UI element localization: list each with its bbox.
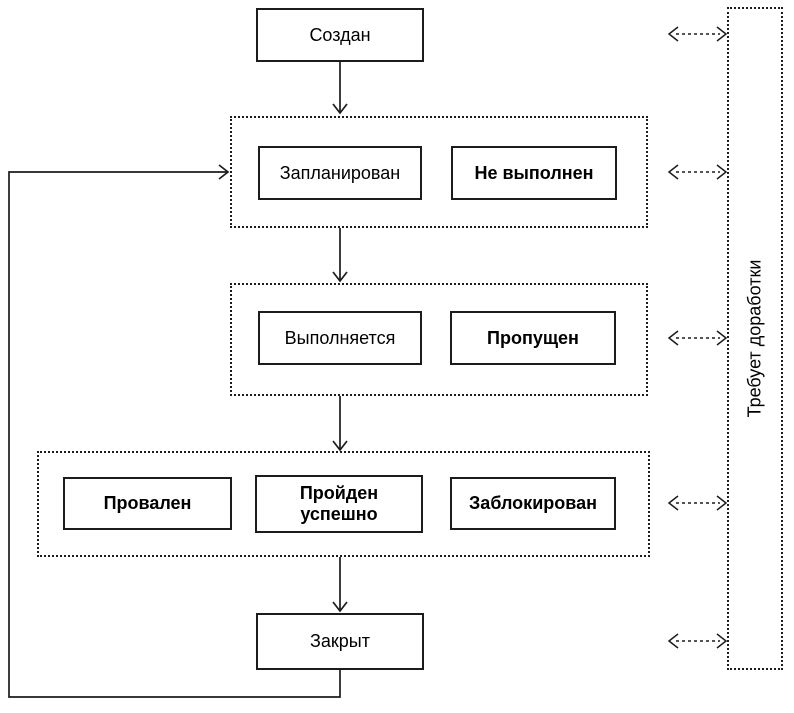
rework-panel-label: Требует доработки (744, 259, 765, 418)
node-failed-label: Провален (103, 493, 192, 513)
dashed-arrow-created-rework (667, 26, 728, 42)
node-passed-label: Пройден успешно (299, 483, 379, 524)
node-blocked-label: Заблокирован (469, 493, 597, 513)
dashed-arrow-planned-rework (667, 164, 728, 180)
dashed-arrow-execution-rework (667, 330, 728, 346)
node-not-executed: Не выполнен (451, 146, 617, 200)
arrow-created-to-planned-group (332, 62, 348, 115)
node-created-label: Создан (309, 24, 371, 45)
rework-panel: Требует доработки (727, 7, 783, 670)
node-planned: Запланирован (258, 146, 422, 200)
node-failed: Провален (63, 477, 232, 530)
dashed-arrow-closed-rework (667, 633, 728, 649)
dashed-arrow-result-rework (667, 495, 728, 511)
node-in-progress-label: Выполняется (284, 327, 396, 348)
node-passed: Пройден успешно (255, 475, 423, 533)
node-in-progress: Выполняется (258, 311, 422, 365)
node-created: Создан (256, 8, 424, 62)
node-closed-label: Закрыт (310, 631, 370, 651)
node-skipped: Пропущен (450, 311, 616, 365)
node-blocked: Заблокирован (450, 477, 616, 530)
node-not-executed-label: Не выполнен (474, 162, 594, 183)
arrow-planned-group-to-execution-group (332, 228, 348, 283)
node-planned-label: Запланирован (279, 162, 401, 183)
arrow-execution-group-to-result-group (332, 396, 348, 452)
node-closed: Закрыт (256, 613, 424, 670)
arrow-result-group-to-closed (332, 557, 348, 613)
node-skipped-label: Пропущен (487, 327, 579, 348)
